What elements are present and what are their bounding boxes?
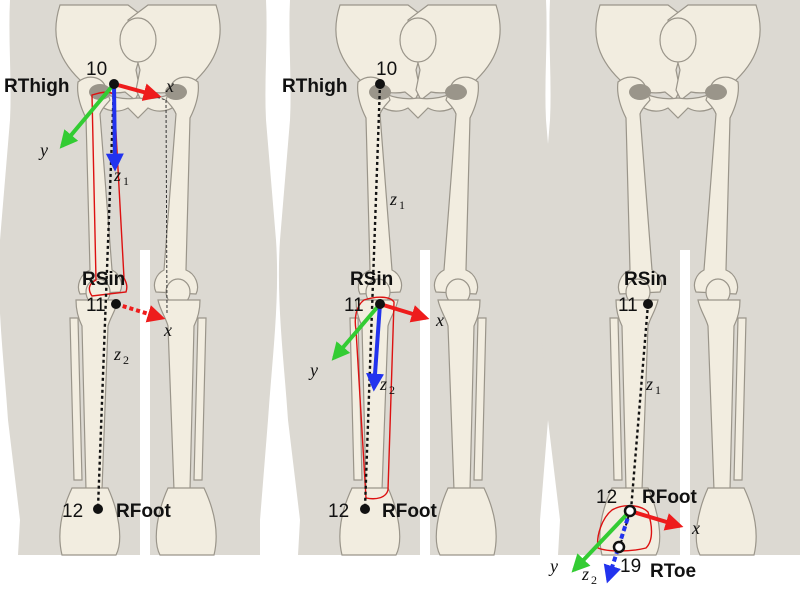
reference-line [165, 99, 168, 315]
joint-name: RSin [82, 269, 125, 290]
panel-3: RSin 11 z 1 12 RFoot x y z 2 19 RToe [538, 0, 800, 587]
joint-number: 11 [618, 295, 638, 316]
joint-name: RSin [624, 269, 667, 290]
joint-dot [111, 299, 121, 309]
axis-label: x [691, 518, 700, 538]
axis-label: z [113, 344, 121, 364]
axis-subscript: 1 [655, 383, 661, 397]
joint-dot [612, 540, 626, 554]
axis-subscript: 2 [123, 353, 129, 367]
joint-dot [375, 79, 385, 89]
axis-label: y [38, 140, 48, 160]
joint-name: RToe [650, 561, 696, 582]
joint-dot [623, 504, 637, 518]
joint-name: RFoot [116, 501, 172, 522]
axis-label: z [645, 374, 653, 394]
joint-dot [109, 79, 119, 89]
axis-subscript: 2 [389, 383, 395, 397]
axis-subscript: 1 [123, 174, 129, 188]
axis-label: x [163, 320, 172, 340]
axis-label: z [379, 374, 387, 394]
joint-number: 10 [86, 59, 107, 80]
joint-name: RSin [350, 269, 393, 290]
panel-1: 10 RThigh x y z 1 RSin 11 x z 2 12 RFoot [0, 0, 278, 556]
z-axis-arrow [105, 83, 124, 172]
thigh-shank-axis-line [96, 83, 116, 509]
axis-label: z [113, 165, 121, 185]
joint-name: RThigh [282, 76, 347, 97]
x-axis-arrow-dashed [115, 302, 166, 323]
axis-label: z [389, 189, 397, 209]
axis-label: y [548, 556, 558, 576]
axis-subscript: 2 [591, 573, 597, 587]
joint-number: 12 [328, 501, 349, 522]
x-axis-arrow [113, 82, 162, 101]
thigh-shank-axis-line [363, 83, 382, 509]
joint-dot [93, 504, 103, 514]
z-axis-arrow [366, 303, 385, 392]
axis-label: z [581, 564, 589, 584]
joint-number: 10 [376, 59, 397, 80]
y-axis-arrow [59, 82, 116, 149]
panel-2: 10 RThigh z 1 RSin 11 x y z 2 12 RFoot [278, 0, 558, 556]
foot-segment-outline [596, 505, 653, 552]
axis-label: x [435, 310, 444, 330]
joint-dot [643, 299, 653, 309]
axis-label: y [308, 360, 318, 380]
axis-label: x [165, 76, 174, 96]
joint-name: RFoot [382, 501, 438, 522]
x-axis-arrow [379, 302, 430, 323]
joint-number: 11 [344, 295, 364, 316]
joint-dot [375, 299, 385, 309]
joint-number: 12 [596, 487, 617, 508]
axis-subscript: 1 [399, 198, 405, 212]
x-axis-arrow [629, 509, 684, 531]
y-axis-arrow [331, 302, 382, 361]
joint-number: 11 [86, 295, 106, 316]
shank-segment-outline [354, 296, 395, 500]
joint-number: 19 [620, 556, 641, 577]
joint-name: RThigh [4, 76, 69, 97]
joint-name: RFoot [642, 487, 698, 508]
joint-number: 12 [62, 501, 83, 522]
shank-axis-line [629, 303, 650, 511]
joint-dot [360, 504, 370, 514]
skeleton-graphic [538, 0, 800, 556]
y-axis-arrow [571, 509, 632, 573]
